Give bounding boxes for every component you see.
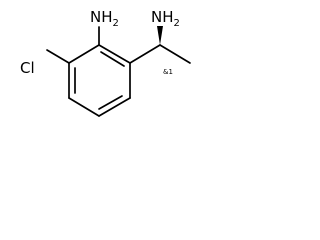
ring-double-bond-lower-right — [98, 95, 123, 110]
benzene-ring — [68, 44, 131, 117]
bond-to-methyl — [159, 44, 191, 64]
ring-double-bond-upper-right — [100, 51, 125, 67]
chemical-structure: NH2 NH2 Cl &1 — [20, 8, 191, 117]
ring-amine-label: NH2 — [90, 8, 119, 29]
bond-to-chlorine — [46, 49, 70, 64]
chlorine-label: Cl — [20, 59, 35, 77]
ring-bond-top-right — [98, 44, 131, 64]
bond-to-chiral-carbon — [129, 44, 161, 64]
wedge-bond — [157, 26, 163, 45]
ring-bond-bottom-right — [98, 97, 131, 117]
ring-bond-bottom-left — [68, 97, 100, 117]
side-amine-label: NH2 — [151, 8, 180, 29]
stereo-annotation-label: &1 — [163, 68, 173, 76]
ring-bond-top-left — [68, 44, 100, 64]
